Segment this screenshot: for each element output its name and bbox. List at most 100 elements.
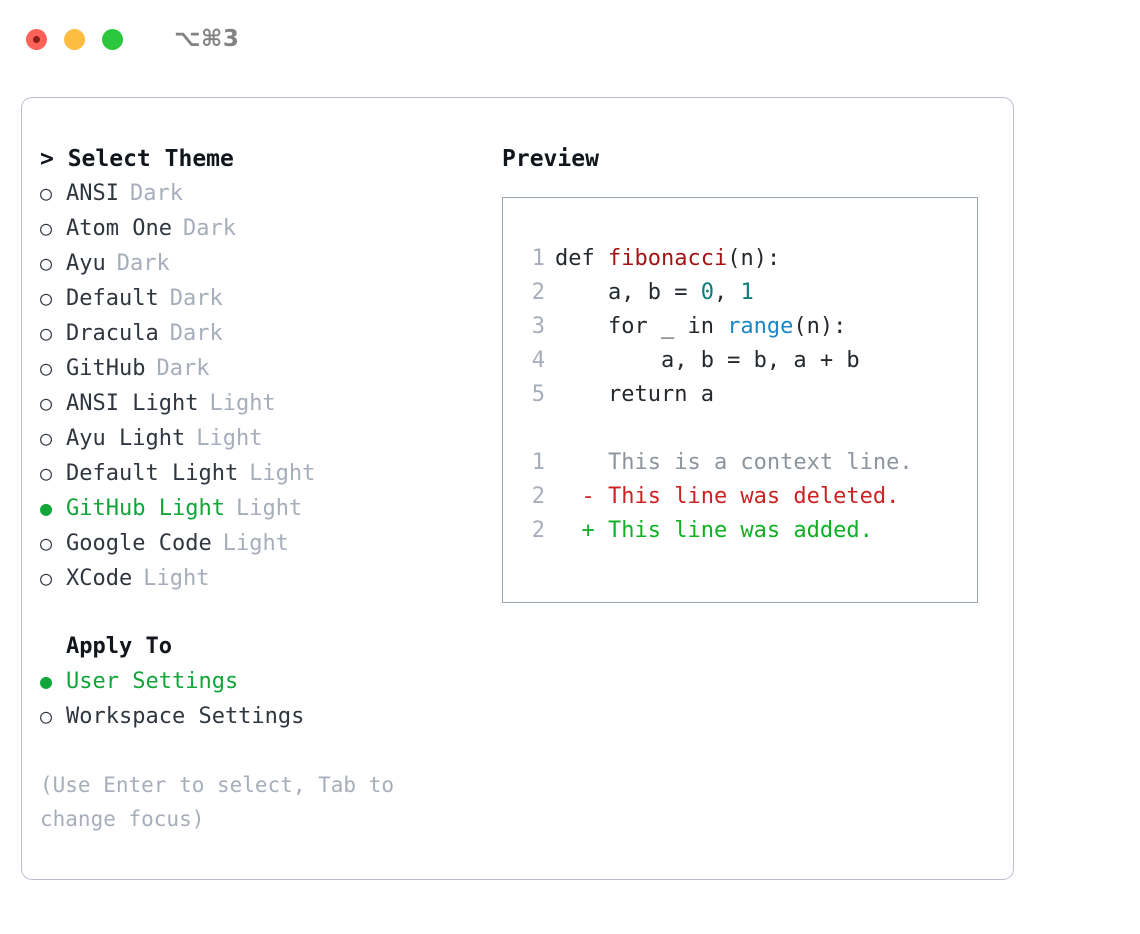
token-num: 1 (740, 280, 754, 305)
radio-unselected-icon: ○ (40, 391, 53, 415)
code-line-1: 2 a, b = 0, 1 (523, 276, 977, 310)
token-plain: (n): (793, 314, 847, 339)
radio-unselected-icon: ○ (40, 566, 53, 590)
close-button[interactable] (26, 28, 47, 50)
line-number: 1 (531, 246, 545, 271)
option-label: Dracula (66, 321, 159, 346)
radio-unselected-icon: ○ (40, 216, 53, 240)
theme-option-11[interactable]: ○ XCode Light (40, 561, 502, 596)
option-tag: Light (196, 426, 263, 451)
option-tag: Light (143, 566, 210, 591)
theme-option-1[interactable]: ○ Atom One Dark (40, 211, 502, 246)
code-text: a, b = 0, 1 (545, 280, 754, 305)
list-spacer (40, 596, 502, 630)
option-label: GitHub (66, 356, 146, 381)
option-tag: Light (222, 531, 289, 556)
radio-unselected-icon: ○ (40, 286, 53, 310)
diff-sample: 1 This is a context line. 2 - This line w… (523, 446, 977, 548)
minimize-button[interactable] (64, 28, 85, 50)
token-fn: fibonacci (607, 246, 728, 271)
token-plain: def (555, 246, 608, 271)
line-number: 2 (531, 280, 545, 305)
option-label: Atom One (66, 216, 172, 241)
option-label: Default (66, 286, 159, 311)
shortcut-label: ⌥⌘3 (174, 26, 240, 52)
code-line-3: 4 a, b = b, a + b (523, 344, 977, 378)
line-number: 5 (531, 382, 545, 407)
radio-unselected-icon: ○ (40, 426, 53, 450)
option-tag: Dark (169, 321, 223, 346)
zoom-button[interactable] (102, 28, 123, 50)
token-plain: return a (555, 382, 714, 407)
help-text: (Use Enter to select, Tab to change focu… (40, 773, 395, 831)
option-label: Google Code (66, 531, 212, 556)
code-line-4: 5 return a (523, 378, 977, 412)
option-label: ANSI Light (66, 391, 199, 416)
line-number: 2 (531, 484, 545, 509)
token-call: range (727, 314, 794, 339)
option-tag: Light (249, 461, 316, 486)
token-plain: a, b = (555, 280, 701, 305)
line-number: 3 (531, 314, 545, 339)
radio-unselected-icon: ○ (40, 181, 53, 205)
option-tag: Dark (169, 286, 223, 311)
theme-option-9[interactable]: ● GitHub Light Light (40, 491, 502, 526)
radio-selected-icon: ● (40, 496, 53, 520)
title-bar: ⌥⌘3 (0, 0, 1140, 78)
theme-option-0[interactable]: ○ ANSI Dark (40, 176, 502, 211)
theme-option-3[interactable]: ○ Default Dark (40, 281, 502, 316)
token-plain: a, b = b, a + b (555, 348, 860, 373)
option-label: GitHub Light (66, 496, 225, 521)
option-label: Ayu Light (66, 426, 186, 451)
radio-unselected-icon: ○ (40, 531, 53, 555)
line-number: 4 (531, 348, 545, 373)
code-diff-separator (523, 412, 977, 446)
diff-text: + This line was added. (555, 518, 873, 543)
option-tag: Light (209, 391, 276, 416)
radio-unselected-icon: ○ (40, 704, 53, 728)
code-text: return a (545, 382, 714, 407)
option-label: Workspace Settings (66, 704, 305, 729)
radio-selected-icon: ● (40, 669, 53, 693)
diff-text: - This line was deleted. (555, 484, 900, 509)
theme-option-6[interactable]: ○ ANSI Light Light (40, 386, 502, 421)
diff-line-2: 2 + This line was added. (523, 514, 977, 548)
option-tag: Dark (129, 181, 183, 206)
apply-to-option-1[interactable]: ○ Workspace Settings (40, 699, 502, 734)
line-number: 1 (531, 450, 545, 475)
apply-to-option-0[interactable]: ● User Settings (40, 664, 502, 699)
option-label: User Settings (66, 669, 239, 694)
theme-option-10[interactable]: ○ Google Code Light (40, 526, 502, 561)
radio-unselected-icon: ○ (40, 356, 53, 380)
token-num: 0 (700, 280, 714, 305)
apply-to-list: ● User Settings ○ Workspace Settings (40, 664, 502, 734)
diff-line-1: 2 - This line was deleted. (523, 480, 977, 514)
theme-option-7[interactable]: ○ Ayu Light Light (40, 421, 502, 456)
diff-text: This is a context line. (555, 450, 913, 475)
option-label: XCode (66, 566, 133, 591)
radio-unselected-icon: ○ (40, 461, 53, 485)
option-label: ANSI (66, 181, 119, 206)
page-title: > Select Theme (40, 146, 234, 172)
window-controls (26, 28, 123, 50)
option-tag: Dark (182, 216, 236, 241)
radio-unselected-icon: ○ (40, 251, 53, 275)
token-plain: , (713, 280, 741, 305)
code-text: def fibonacci(n): (545, 246, 780, 271)
apply-to-heading: Apply To (66, 634, 172, 659)
code-text: for _ in range(n): (545, 314, 846, 339)
option-tag: Dark (116, 251, 170, 276)
option-tag: Light (235, 496, 303, 521)
line-number: 2 (531, 518, 545, 543)
